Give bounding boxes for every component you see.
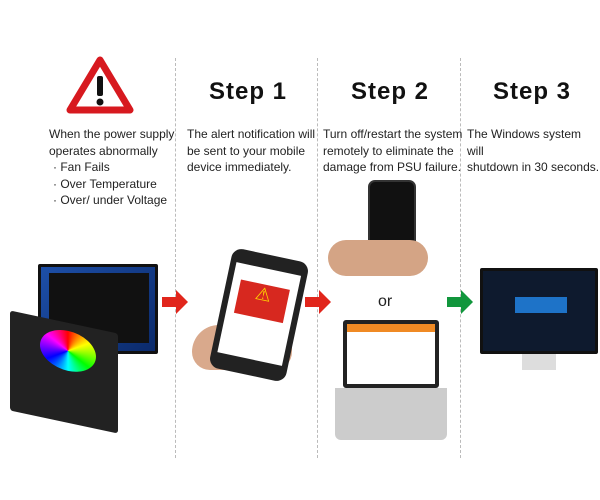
or-label: or [378,293,393,310]
monitor-stand [522,354,556,370]
laptop-base [335,388,447,440]
monitor-image [480,268,598,354]
divider [175,58,176,458]
intro-line: operates abnormally [49,143,158,158]
phone-image: ⚠ [208,247,310,383]
warning-triangle-icon [66,56,134,114]
hand-image [328,240,428,276]
laptop-image [343,320,439,388]
intro-text: When the power supply operates abnormall… [49,126,174,209]
step-3-title: Step 3 [492,78,572,105]
step-1-title: Step 1 [208,78,288,105]
bullet: · Over Temperature [53,176,157,191]
red-arrow-icon [162,290,188,314]
divider [460,58,461,458]
step-2-title: Step 2 [350,78,430,105]
red-arrow-icon [305,290,331,314]
intro-line: When the power supply [49,127,175,141]
green-arrow-icon [447,290,473,314]
bullet: · Over/ under Voltage [53,193,168,207]
divider [317,58,318,458]
bullet: · Fan Fails [53,160,110,174]
